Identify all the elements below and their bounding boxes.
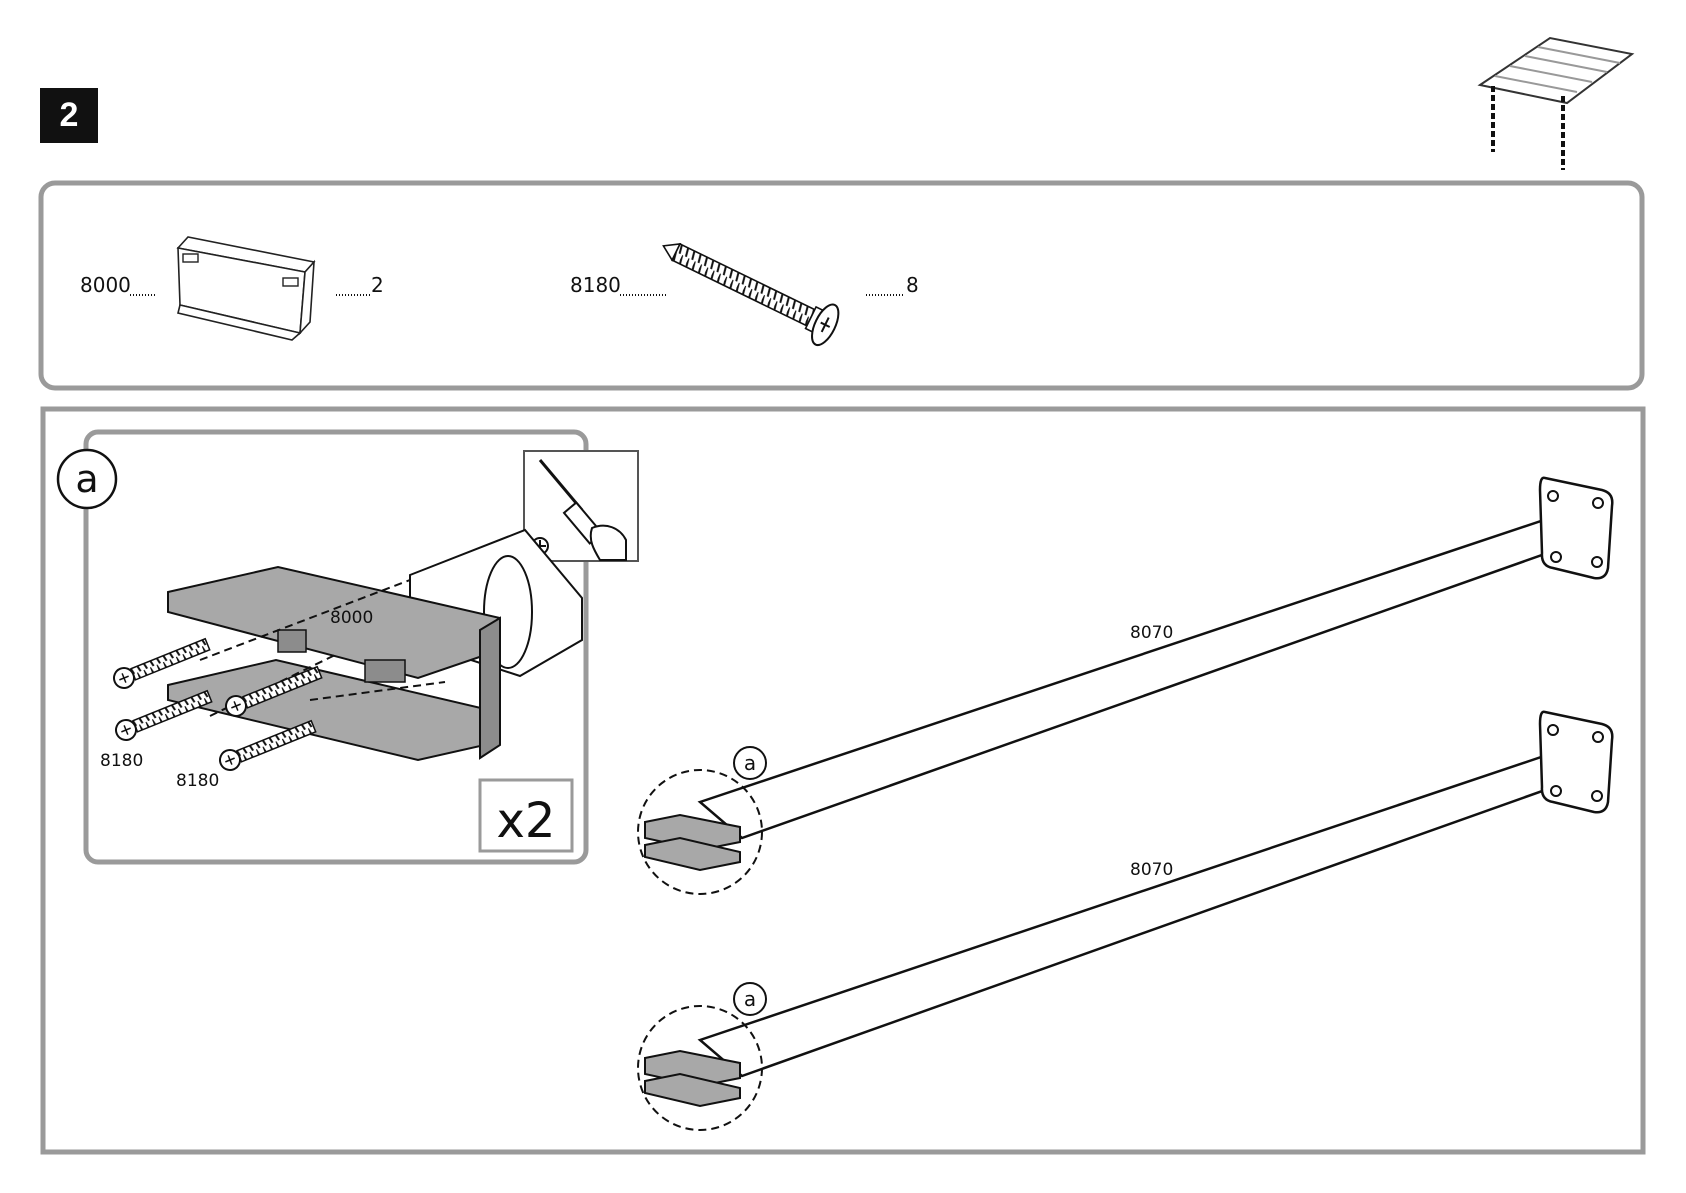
part-8000-row: 8000 2 bbox=[80, 237, 384, 340]
bracket-code-label: 8000 bbox=[330, 608, 373, 628]
callout-label: a bbox=[744, 751, 756, 775]
bracket-8000-icon bbox=[178, 237, 314, 340]
canopy-overview-icon bbox=[1480, 38, 1632, 170]
part-8180-row: 8180 8 bbox=[570, 226, 919, 349]
screw-code-label: 8180 bbox=[176, 771, 219, 791]
phillips-screwdriver-icon bbox=[524, 451, 638, 561]
part-qty-8000: 2 bbox=[371, 273, 384, 297]
beam-code-label: 8070 bbox=[1130, 623, 1173, 643]
part-code-8000: 8000 bbox=[80, 273, 131, 297]
beam-8070-upper: 8070 a bbox=[638, 478, 1612, 894]
detail-label: a bbox=[75, 457, 98, 501]
screw-8180-icon bbox=[654, 226, 844, 349]
callout-label: a bbox=[744, 987, 756, 1011]
detail-inset-a: a 8000 bbox=[58, 432, 638, 862]
multiplier-label: x2 bbox=[497, 793, 556, 849]
part-qty-8180: 8 bbox=[906, 273, 919, 297]
part-code-8180: 8180 bbox=[570, 273, 621, 297]
screw-code-label: 8180 bbox=[100, 751, 143, 771]
beam-code-label: 8070 bbox=[1130, 860, 1173, 880]
